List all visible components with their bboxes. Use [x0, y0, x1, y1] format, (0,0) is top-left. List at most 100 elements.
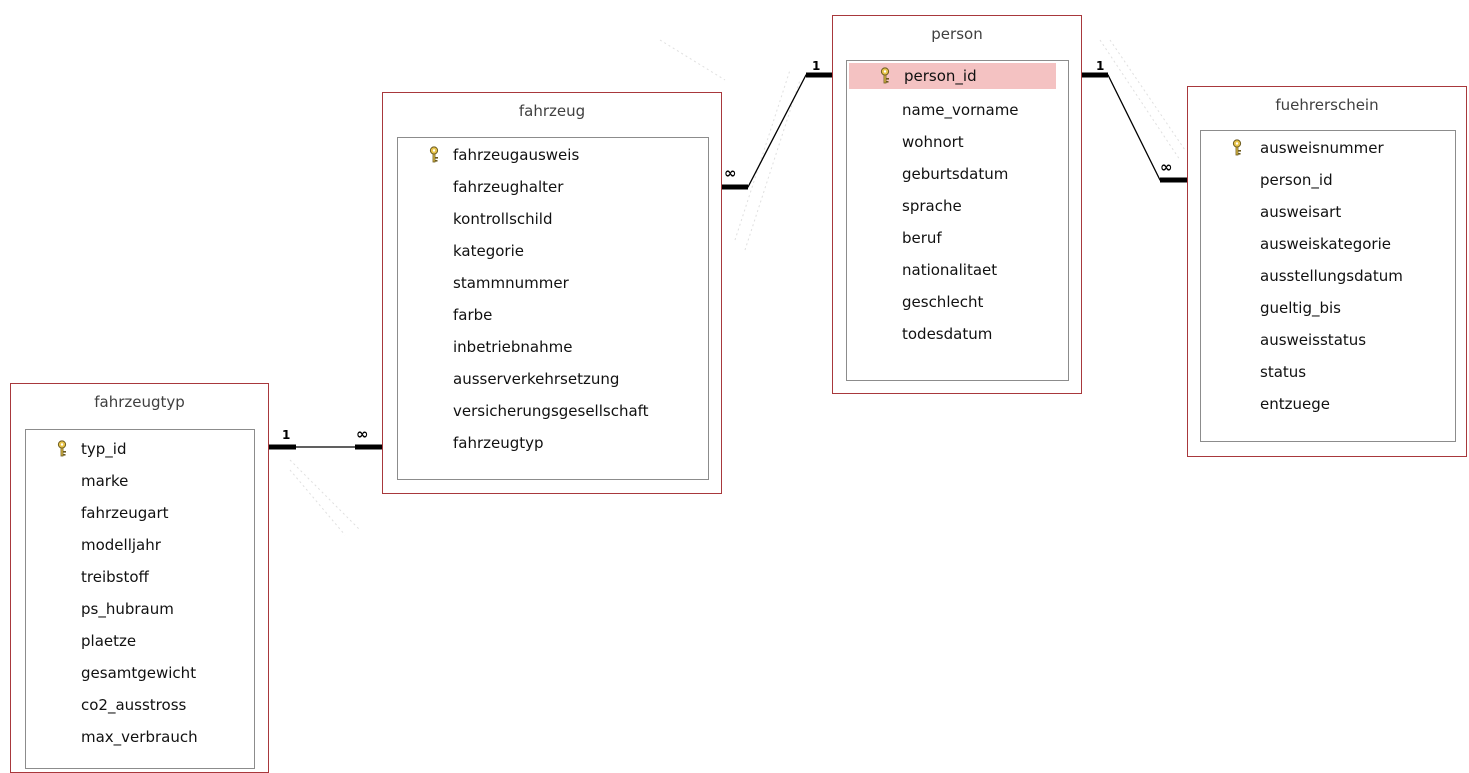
field-row[interactable]: ausstellungsdatum: [1201, 263, 1455, 289]
shadow-trace: [659, 39, 726, 81]
key-icon: [880, 67, 890, 84]
field-row[interactable]: versicherungsgesellschaft: [398, 398, 708, 424]
cardinality-many-label: ∞: [724, 164, 737, 182]
field-name: fahrzeugausweis: [453, 146, 580, 164]
field-row[interactable]: treibstoff: [26, 564, 254, 590]
table-person[interactable]: person person_id name_vorname wohnort ge…: [832, 15, 1082, 394]
shadow-trace: [289, 459, 361, 531]
field-name: status: [1260, 363, 1307, 381]
table-fahrzeug[interactable]: fahrzeug fahrzeugausweis fahrzeughalter …: [382, 92, 722, 494]
field-row[interactable]: todesdatum: [847, 321, 1068, 347]
field-row[interactable]: farbe: [398, 302, 708, 328]
field-row[interactable]: stammnummer: [398, 270, 708, 296]
field-row[interactable]: kontrollschild: [398, 206, 708, 232]
field-name: fahrzeugtyp: [453, 434, 544, 452]
field-name: beruf: [902, 229, 942, 247]
field-name: typ_id: [81, 440, 127, 458]
field-row[interactable]: inbetriebnahme: [398, 334, 708, 360]
field-row[interactable]: ausserverkehrsetzung: [398, 366, 708, 392]
field-row[interactable]: max_verbrauch: [26, 724, 254, 750]
field-name: stammnummer: [453, 274, 569, 292]
relationship-person-fahrzeug[interactable]: [722, 72, 833, 190]
key-icon: [57, 440, 67, 457]
field-name: farbe: [453, 306, 493, 324]
field-row[interactable]: fahrzeughalter: [398, 174, 708, 200]
field-row[interactable]: ausweisart: [1201, 199, 1455, 225]
shadow-trace: [1099, 39, 1181, 161]
table-title[interactable]: fahrzeugtyp: [94, 393, 185, 411]
field-row[interactable]: name_vorname: [847, 97, 1068, 123]
table-fuehrerschein[interactable]: fuehrerschein ausweisnummer person_id au…: [1187, 86, 1467, 457]
field-row[interactable]: modelljahr: [26, 532, 254, 558]
field-row[interactable]: ausweiskategorie: [1201, 231, 1455, 257]
field-name: nationalitaet: [902, 261, 998, 279]
field-row[interactable]: co2_ausstross: [26, 692, 254, 718]
field-name: person_id: [1260, 171, 1333, 189]
shadow-trace: [744, 79, 801, 251]
field-name: geschlecht: [902, 293, 984, 311]
field-row[interactable]: plaetze: [26, 628, 254, 654]
field-name: ps_hubraum: [81, 600, 174, 618]
field-primary-key[interactable]: ausweisnummer: [1201, 135, 1455, 161]
field-name: sprache: [902, 197, 962, 215]
field-name: inbetriebnahme: [453, 338, 573, 356]
field-row[interactable]: person_id: [1201, 167, 1455, 193]
field-name: ausweisnummer: [1260, 139, 1384, 157]
shadow-trace: [1109, 39, 1186, 151]
field-primary-key[interactable]: fahrzeugausweis: [398, 142, 708, 168]
field-name: kontrollschild: [453, 210, 553, 228]
cardinality-many-label: ∞: [356, 425, 369, 443]
field-primary-key-selected[interactable]: person_id: [849, 63, 1056, 89]
field-row[interactable]: sprache: [847, 193, 1068, 219]
table-fahrzeugtyp[interactable]: fahrzeugtyp typ_id marke fahrzeugart mod…: [10, 383, 269, 773]
key-icon: [1232, 139, 1242, 156]
field-row[interactable]: wohnort: [847, 129, 1068, 155]
cardinality-one-label: 1: [1096, 59, 1105, 73]
field-name: versicherungsgesellschaft: [453, 402, 649, 420]
field-name: kategorie: [453, 242, 524, 260]
field-row[interactable]: entzuege: [1201, 391, 1455, 417]
field-row[interactable]: nationalitaet: [847, 257, 1068, 283]
shadow-trace: [734, 69, 791, 241]
field-row[interactable]: gesamtgewicht: [26, 660, 254, 686]
field-row[interactable]: status: [1201, 359, 1455, 385]
field-row[interactable]: geschlecht: [847, 289, 1068, 315]
cardinality-one-label: 1: [812, 59, 821, 73]
field-name: fahrzeugart: [81, 504, 169, 522]
field-name: modelljahr: [81, 536, 161, 554]
field-name: marke: [81, 472, 129, 490]
field-row[interactable]: geburtsdatum: [847, 161, 1068, 187]
field-name: todesdatum: [902, 325, 993, 343]
field-name: ausstellungsdatum: [1260, 267, 1403, 285]
field-name: ausserverkehrsetzung: [453, 370, 620, 388]
field-row[interactable]: ps_hubraum: [26, 596, 254, 622]
field-row[interactable]: beruf: [847, 225, 1068, 251]
field-name: fahrzeughalter: [453, 178, 564, 196]
field-name: ausweisstatus: [1260, 331, 1367, 349]
shadow-trace: [289, 469, 346, 536]
field-name: ausweisart: [1260, 203, 1342, 221]
field-row[interactable]: gueltig_bis: [1201, 295, 1455, 321]
cardinality-one-label: 1: [282, 428, 291, 442]
field-list: typ_id marke fahrzeugart modelljahr trei…: [25, 429, 255, 769]
field-name: max_verbrauch: [81, 728, 198, 746]
field-name: entzuege: [1260, 395, 1330, 413]
field-row[interactable]: marke: [26, 468, 254, 494]
relationship-line[interactable]: [722, 74, 833, 188]
field-name: geburtsdatum: [902, 165, 1009, 183]
field-name: name_vorname: [902, 101, 1019, 119]
table-title[interactable]: fahrzeug: [518, 102, 586, 120]
field-name: wohnort: [902, 133, 964, 151]
field-row[interactable]: fahrzeugtyp: [398, 430, 708, 456]
field-row[interactable]: fahrzeugart: [26, 500, 254, 526]
field-list: fahrzeugausweis fahrzeughalter kontrolls…: [397, 137, 709, 480]
field-list: ausweisnummer person_id ausweisart auswe…: [1200, 130, 1456, 442]
field-name: ausweiskategorie: [1260, 235, 1391, 253]
table-title[interactable]: fuehrerschein: [1275, 96, 1379, 114]
table-title[interactable]: person: [931, 25, 983, 43]
field-primary-key[interactable]: typ_id: [26, 436, 254, 462]
cardinality-many-label: ∞: [1160, 158, 1173, 176]
field-row[interactable]: kategorie: [398, 238, 708, 264]
field-row[interactable]: ausweisstatus: [1201, 327, 1455, 353]
